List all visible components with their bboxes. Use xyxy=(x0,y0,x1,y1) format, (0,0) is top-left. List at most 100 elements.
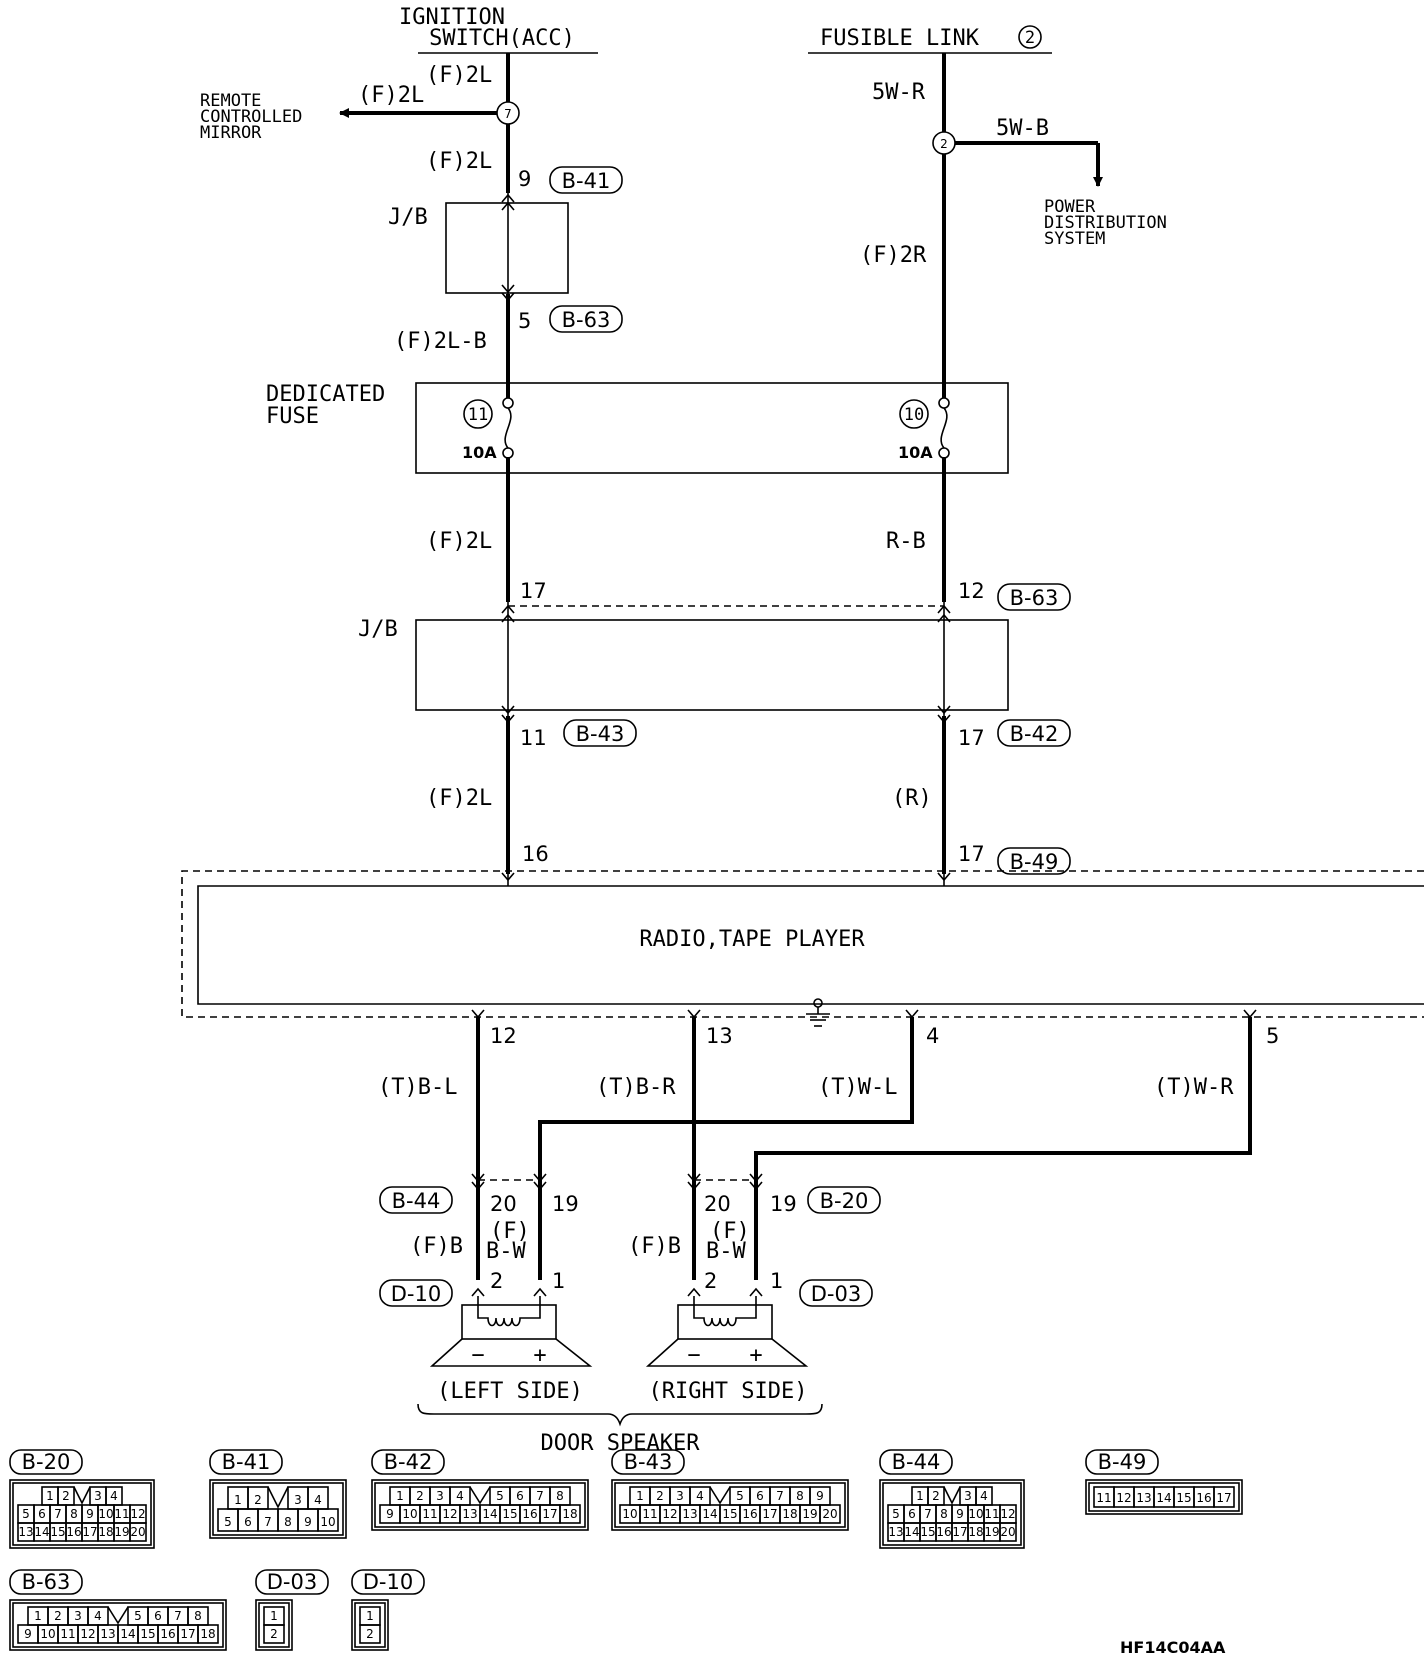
connector-view-pin: 1 xyxy=(636,1489,644,1503)
power-distribution-label-2: DISTRIBUTION xyxy=(1044,213,1167,233)
fusible-link-number-circle xyxy=(1018,25,1042,49)
svg-text:B-49: B-49 xyxy=(1010,850,1059,874)
connector-view-pin: 13 xyxy=(1136,1491,1151,1505)
figure-code: HF14C04AA xyxy=(1120,1638,1226,1657)
power-distribution-label-3: SYSTEM xyxy=(1044,229,1105,249)
connector-view-pin: 20 xyxy=(1000,1525,1015,1539)
svg-text:B-63: B-63 xyxy=(562,308,611,332)
left-speaker-plus: + xyxy=(533,1343,546,1368)
connector-view-inner xyxy=(212,1482,344,1536)
connector-tag-d03: D-03 xyxy=(799,1279,873,1307)
wire-mirror: (F)2L xyxy=(358,83,424,108)
connector-view-label: D-10 xyxy=(363,1570,413,1594)
jb-1-label: J/B xyxy=(388,205,428,230)
connector-view-tag-frame xyxy=(255,1569,329,1595)
connector-view-pin: 1 xyxy=(270,1609,278,1623)
connector-view-inner xyxy=(1088,1482,1240,1512)
connector-view-pin: 9 xyxy=(816,1489,824,1503)
pin-jb1-out: 5 xyxy=(518,309,531,333)
wire-ign-mid: (F)2L xyxy=(426,149,492,174)
fuse-10-number: 10 xyxy=(904,405,924,425)
pin-radio-16: 16 xyxy=(522,842,549,866)
connector-view-pin: 20 xyxy=(822,1507,837,1521)
connector-view-pin: 9 xyxy=(24,1627,32,1641)
connector-view-pin: 5 xyxy=(224,1515,232,1529)
connector-view-cell xyxy=(999,1522,1017,1542)
connector-view-pin: 18 xyxy=(200,1627,215,1641)
jb-2-label: J/B xyxy=(358,617,398,642)
connector-view-pin: 13 xyxy=(100,1627,115,1641)
connector-view-pin: 15 xyxy=(722,1507,737,1521)
ignition-switch-label-2: SWITCH(ACC) xyxy=(429,26,575,51)
connector-view-pin: 18 xyxy=(98,1525,113,1539)
connector-view-tag-frame xyxy=(9,1569,83,1595)
connector-view-pin: 15 xyxy=(1176,1491,1191,1505)
radio-label: RADIO,TAPE PLAYER xyxy=(639,927,865,952)
door-speaker-brace xyxy=(417,1403,823,1427)
connector-view-pin: 5 xyxy=(496,1489,504,1503)
connector-view-pin: 4 xyxy=(696,1489,704,1503)
wire-fl-mid: (F)2R xyxy=(860,243,927,268)
connector-tag-b63-upper: B-63 xyxy=(549,305,623,333)
connector-view-pin: 12 xyxy=(1116,1491,1131,1505)
left-speaker-minus: − xyxy=(471,1343,484,1368)
connector-tag-b42: B-42 xyxy=(997,719,1071,747)
connector-view-pin: 11 xyxy=(422,1507,437,1521)
left-side-label: (LEFT SIDE) xyxy=(437,1379,583,1404)
connector-view-label: B-41 xyxy=(222,1450,271,1474)
connector-view-label: B-20 xyxy=(22,1450,71,1474)
pin-b20-19: 19 xyxy=(770,1192,797,1216)
remote-mirror-branch: 7 (F)2L REMOTE CONTROLLED MIRROR xyxy=(200,83,520,143)
connector-view-label: B-42 xyxy=(384,1450,433,1474)
pin-b20-20: 20 xyxy=(704,1192,731,1216)
connector-view-pin: 16 xyxy=(936,1525,951,1539)
connector-view-body xyxy=(371,1479,589,1531)
pin-jb2-out-left: 11 xyxy=(520,726,547,750)
connector-view-pin: 6 xyxy=(154,1609,162,1623)
connector-view-cell xyxy=(559,1504,581,1524)
connector-view-key xyxy=(469,1486,491,1505)
connector-view-pin: 15 xyxy=(50,1525,65,1539)
pin-d10-2: 2 xyxy=(490,1269,503,1293)
connector-tag-b49: B-49 xyxy=(997,847,1071,875)
connector-view-tag-frame xyxy=(1085,1449,1159,1475)
connector-view-cell xyxy=(819,1504,841,1524)
pin-jb2-in-right: 12 xyxy=(958,579,985,603)
connector-view-pin: 19 xyxy=(802,1507,817,1521)
connector-view-tag-frame xyxy=(209,1449,283,1475)
connector-view-pin: 8 xyxy=(70,1507,78,1521)
connector-view-label: B-43 xyxy=(624,1450,673,1474)
connector-view-pin: 9 xyxy=(304,1515,312,1529)
wire-ign-to-radio: (F)2L xyxy=(426,786,492,811)
connector-view-body xyxy=(9,1479,155,1549)
connector-view-pin: 10 xyxy=(622,1507,637,1521)
connector-view-pin: 6 xyxy=(756,1489,764,1503)
connector-view-pin: 5 xyxy=(892,1507,900,1521)
connector-view-pin: 13 xyxy=(682,1507,697,1521)
connector-view-pin: 4 xyxy=(980,1489,988,1503)
connector-view-pin: 8 xyxy=(284,1515,292,1529)
connector-view-pin: 2 xyxy=(270,1627,278,1641)
wire-left-pos-2: B-W xyxy=(486,1239,526,1264)
connector-view-pin: 15 xyxy=(502,1507,517,1521)
svg-text:B-41: B-41 xyxy=(562,169,611,193)
right-side-label: (RIGHT SIDE) xyxy=(649,1379,808,1404)
connector-view-pin: 16 xyxy=(160,1627,175,1641)
connector-view-pin: 3 xyxy=(676,1489,684,1503)
connector-view-pin: 8 xyxy=(556,1489,564,1503)
connector-view-cell xyxy=(1213,1486,1235,1508)
dedicated-fuse-box xyxy=(415,380,1009,474)
connector-view-inner xyxy=(614,1482,846,1528)
connector-view-pin: 13 xyxy=(18,1525,33,1539)
connector-view-pin: 17 xyxy=(762,1507,777,1521)
connector-view-pin: 14 xyxy=(904,1525,919,1539)
junction-block-1 xyxy=(445,193,569,302)
connector-view-pin: 3 xyxy=(436,1489,444,1503)
connector-view-pin: 12 xyxy=(130,1507,145,1521)
connector-view-pin: 5 xyxy=(736,1489,744,1503)
pin-d03-1: 1 xyxy=(770,1269,783,1293)
